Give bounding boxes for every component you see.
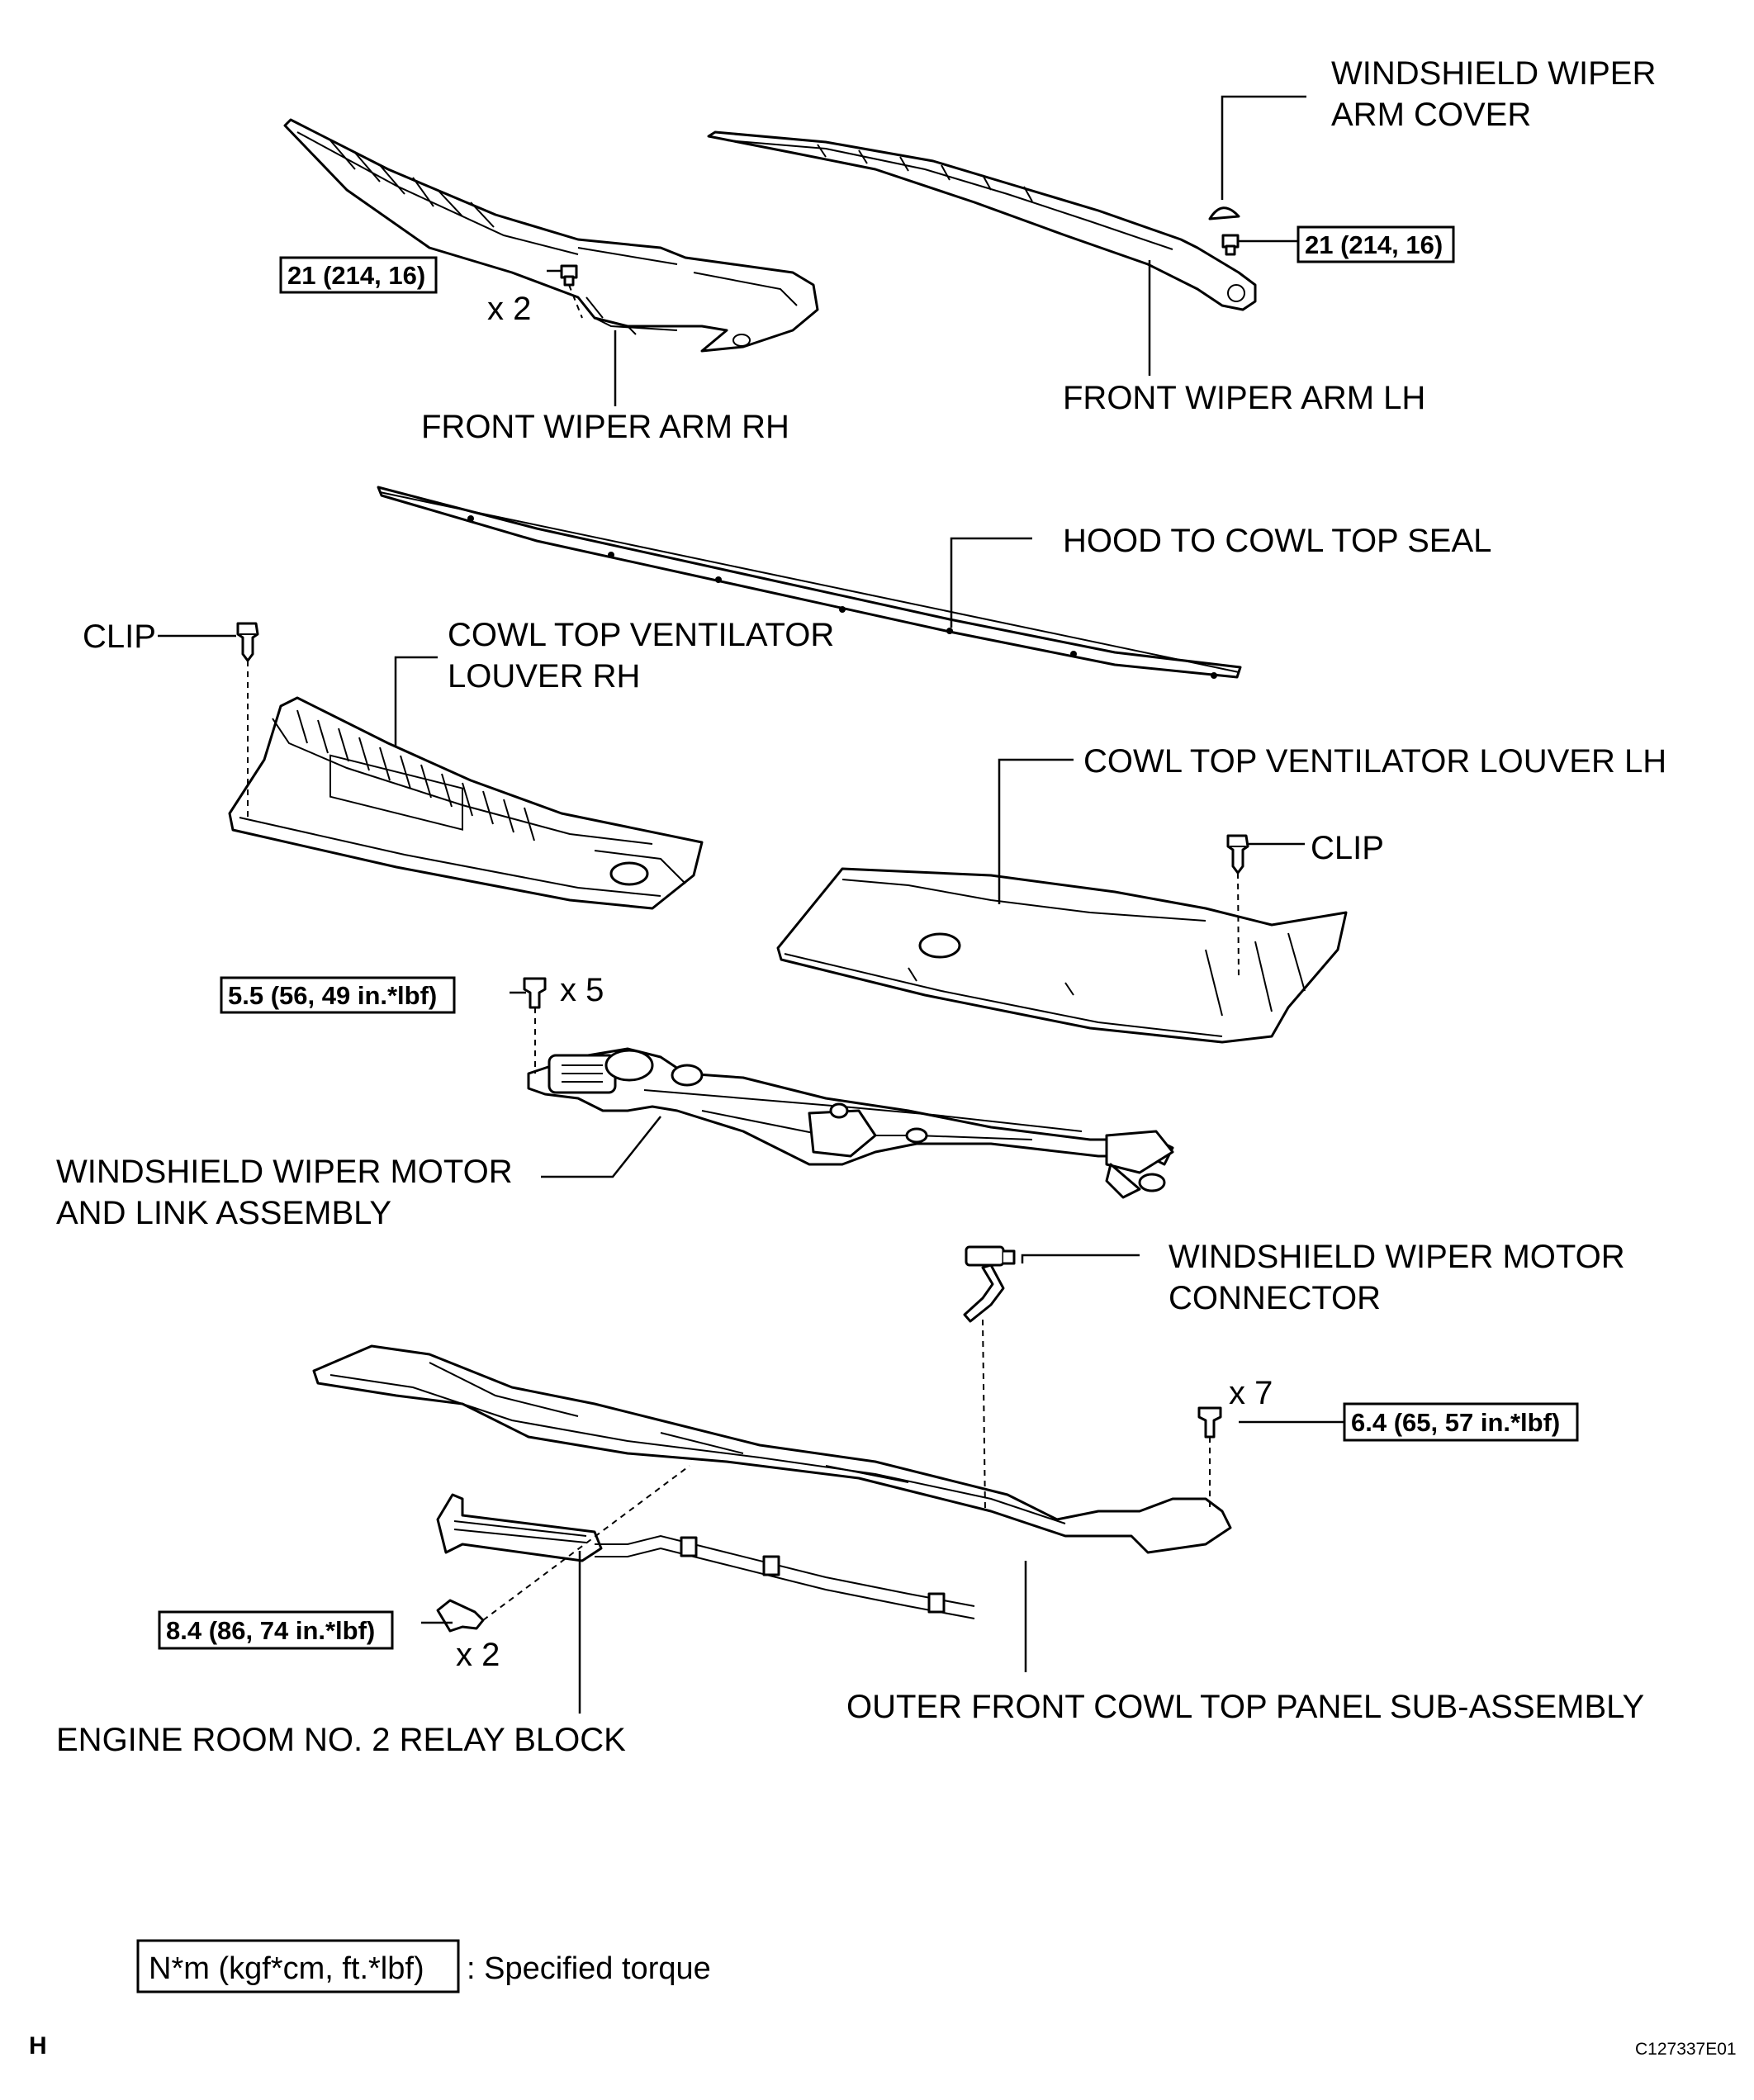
label-front-wiper-arm-rh: FRONT WIPER ARM RH	[421, 409, 789, 445]
section-letter: H	[29, 2032, 47, 2060]
bolt-cowl-panel	[1197, 1406, 1222, 1439]
nut-lh	[1221, 234, 1240, 256]
label-louver-rh-line2: LOUVER RH	[448, 658, 640, 694]
torque-box-motor: 5.5 (56, 49 in.*lbf)	[220, 976, 456, 1014]
label-motor-link: WINDSHIELD WIPER MOTOR	[56, 1154, 513, 1190]
label-front-wiper-arm-lh: FRONT WIPER ARM LH	[1063, 380, 1425, 416]
label-louver-rh: COWL TOP VENTILATOR	[448, 617, 834, 653]
figure-code: C127337E01	[1635, 2040, 1737, 2059]
clip-left	[236, 622, 259, 662]
torque-box-arm-lh: 21 (214, 16)	[1297, 225, 1455, 263]
label-clip-right: CLIP	[1311, 830, 1384, 866]
windshield-wiper-motor-and-link-assembly	[527, 1047, 1174, 1199]
torque-legend: N*m (kgf*cm, ft.*lbf) : Specified torque	[136, 1939, 711, 1993]
bolt-relay	[436, 1599, 485, 1633]
torque-box-arm-rh: 21 (214, 16)	[279, 256, 438, 294]
qty-motor: x 5	[560, 972, 604, 1008]
torque-box-cowl-panel: 6.4 (65, 57 in.*lbf)	[1343, 1402, 1579, 1442]
front-wiper-arm-rh	[283, 118, 819, 353]
cowl-top-ventilator-louver-rh	[228, 696, 704, 910]
label-clip-left: CLIP	[83, 619, 156, 655]
label-motor-connector: WINDSHIELD WIPER MOTOR	[1169, 1239, 1625, 1275]
hood-to-cowl-top-seal	[377, 486, 1242, 679]
qty-arm-rh: x 2	[487, 291, 531, 327]
label-wiper-arm-cover-line2: ARM COVER	[1331, 97, 1531, 133]
clip-right	[1226, 834, 1249, 875]
torque-relay: 8.4 (86, 74 in.*lbf)	[166, 1616, 375, 1645]
torque-motor: 5.5 (56, 49 in.*lbf)	[228, 981, 437, 1010]
label-relay-block: ENGINE ROOM NO. 2 RELAY BLOCK	[56, 1722, 626, 1758]
legend-unit-box: N*m (kgf*cm, ft.*lbf)	[149, 1951, 424, 1986]
label-cowl-panel: OUTER FRONT COWL TOP PANEL SUB-ASSEMBLY	[846, 1689, 1644, 1725]
legend-description: : Specified torque	[467, 1951, 711, 1986]
cowl-top-ventilator-louver-lh	[776, 867, 1348, 1044]
leader-lines	[158, 95, 1344, 1714]
bolt-motor	[523, 977, 547, 1009]
wiper-arm-cover-part	[1208, 206, 1240, 220]
front-wiper-arm-lh	[707, 130, 1257, 311]
nut-rh	[560, 264, 578, 287]
label-louver-lh: COWL TOP VENTILATOR LOUVER LH	[1083, 743, 1666, 780]
torque-arm-lh: 21 (214, 16)	[1305, 230, 1443, 259]
label-motor-connector-line2: CONNECTOR	[1169, 1280, 1381, 1316]
qty-cowl-panel: x 7	[1229, 1375, 1273, 1411]
label-motor-link-line2: AND LINK ASSEMBLY	[56, 1195, 391, 1231]
label-hood-to-cowl-top-seal: HOOD TO COWL TOP SEAL	[1063, 523, 1491, 559]
qty-relay: x 2	[456, 1637, 500, 1673]
torque-box-relay: 8.4 (86, 74 in.*lbf)	[158, 1610, 394, 1650]
torque-arm-rh: 21 (214, 16)	[287, 261, 425, 290]
outer-front-cowl-top-panel	[312, 1344, 1232, 1619]
alignment-lines	[247, 284, 1240, 1621]
label-wiper-arm-cover: WINDSHIELD WIPER	[1331, 55, 1656, 92]
torque-cowl-panel: 6.4 (65, 57 in.*lbf)	[1351, 1408, 1560, 1437]
windshield-wiper-motor-connector-part	[963, 1245, 1016, 1323]
